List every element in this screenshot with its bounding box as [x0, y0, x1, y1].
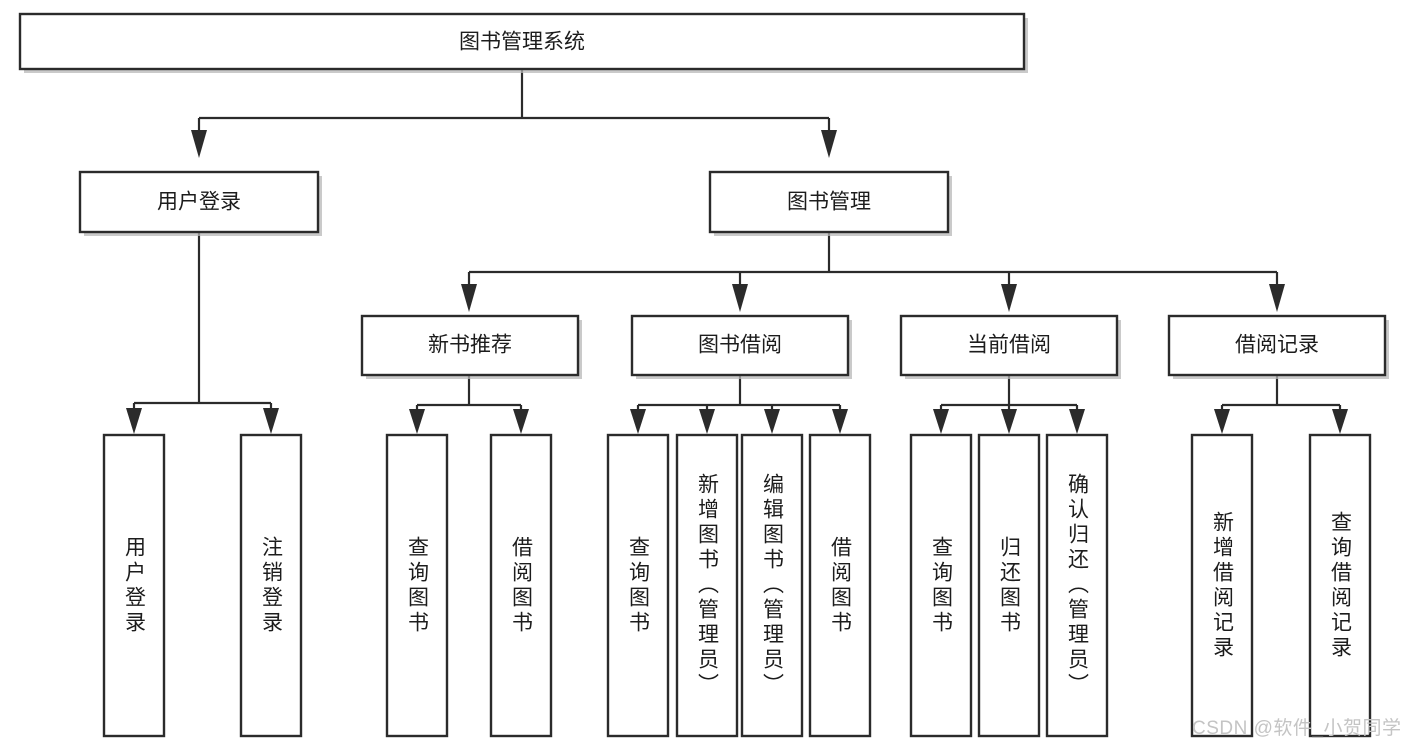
arrow-nb-1	[409, 409, 425, 434]
arrow-re-2	[1332, 409, 1348, 434]
connectors-user-login-to-leaves	[126, 232, 279, 434]
arrow-bo-3	[764, 409, 780, 434]
node-user-login[interactable]: 用户登录	[78, 170, 322, 236]
arrow-nb-2	[513, 409, 529, 434]
arrow-bo-2	[699, 409, 715, 434]
arrow-book-mgmt	[821, 130, 837, 158]
node-current-borrow[interactable]: 当前借阅	[899, 314, 1121, 379]
node-current-borrow-label: 当前借阅	[967, 334, 1051, 357]
node-root-label: 图书管理系统	[459, 31, 585, 54]
node-book-borrow-rect[interactable]	[630, 314, 850, 377]
node-borrow-records-rect[interactable]	[1167, 314, 1387, 377]
leaf-book-borrow-group	[606, 433, 872, 738]
leaf-rect-re-query[interactable]	[1308, 433, 1372, 738]
node-book-borrow-label: 图书借阅	[698, 334, 782, 357]
arrow-bo-4	[832, 409, 848, 434]
leaf-rect-user-login[interactable]	[102, 433, 166, 738]
arrow-cu-2	[1001, 409, 1017, 434]
node-user-login-rect[interactable]	[78, 170, 320, 234]
leaf-rect-nb-query[interactable]	[385, 433, 449, 738]
connectors-root-to-level1	[191, 70, 837, 158]
arrow-cu-3	[1069, 409, 1085, 434]
node-new-book-recommend[interactable]: 新书推荐	[360, 314, 582, 379]
leaf-borrow-records-group	[1190, 433, 1372, 738]
leaf-rect-logout[interactable]	[239, 433, 303, 738]
arrow-cu-1	[933, 409, 949, 434]
leaf-current-borrow-group	[909, 433, 1109, 738]
leaf-rect-cu-query[interactable]	[909, 433, 973, 738]
arrow-user-login	[191, 130, 207, 158]
connectors-new-book-to-leaves	[409, 376, 529, 434]
arrow-bo-1	[630, 409, 646, 434]
leaf-rect-re-add[interactable]	[1190, 433, 1254, 738]
node-user-login-label: 用户登录	[157, 191, 241, 214]
node-new-book-recommend-label: 新书推荐	[428, 334, 512, 357]
connectors-current-to-leaves	[933, 376, 1085, 434]
arrow-l2-4	[1269, 284, 1285, 312]
leaf-rect-cu-confirm[interactable]	[1045, 433, 1109, 738]
connectors-borrow-to-leaves	[630, 376, 848, 434]
node-book-management[interactable]: 图书管理	[708, 170, 952, 236]
node-borrow-records-label: 借阅记录	[1235, 334, 1319, 357]
leaf-rect-bo-add[interactable]	[675, 433, 739, 738]
node-current-borrow-rect[interactable]	[899, 314, 1119, 377]
leaf-rect-bo-borrow[interactable]	[808, 433, 872, 738]
arrow-l2-1	[461, 284, 477, 312]
arrow-re-1	[1214, 409, 1230, 434]
node-root-rect[interactable]	[18, 12, 1026, 71]
connectors-book-mgmt-to-level2	[461, 232, 1285, 312]
node-book-management-rect[interactable]	[708, 170, 950, 234]
leaf-rect-bo-edit[interactable]	[740, 433, 804, 738]
arrow-ul-2	[263, 408, 279, 434]
leaf-rect-cu-return[interactable]	[977, 433, 1041, 738]
connectors-records-to-leaves	[1214, 376, 1348, 434]
node-book-management-label: 图书管理	[787, 191, 871, 214]
leaf-user-login-group	[102, 433, 303, 738]
leaf-rect-bo-query[interactable]	[606, 433, 670, 738]
leaf-rect-nb-borrow[interactable]	[489, 433, 553, 738]
leaf-new-book-group	[385, 433, 553, 738]
node-root[interactable]: 图书管理系统	[18, 12, 1028, 73]
arrow-l2-2	[732, 284, 748, 312]
node-borrow-records[interactable]: 借阅记录	[1167, 314, 1389, 379]
node-new-book-recommend-rect[interactable]	[360, 314, 580, 377]
arrow-ul-1	[126, 408, 142, 434]
arrow-l2-3	[1001, 284, 1017, 312]
node-book-borrow[interactable]: 图书借阅	[630, 314, 852, 379]
watermark: CSDN @软件_小贺同学	[1192, 717, 1401, 739]
